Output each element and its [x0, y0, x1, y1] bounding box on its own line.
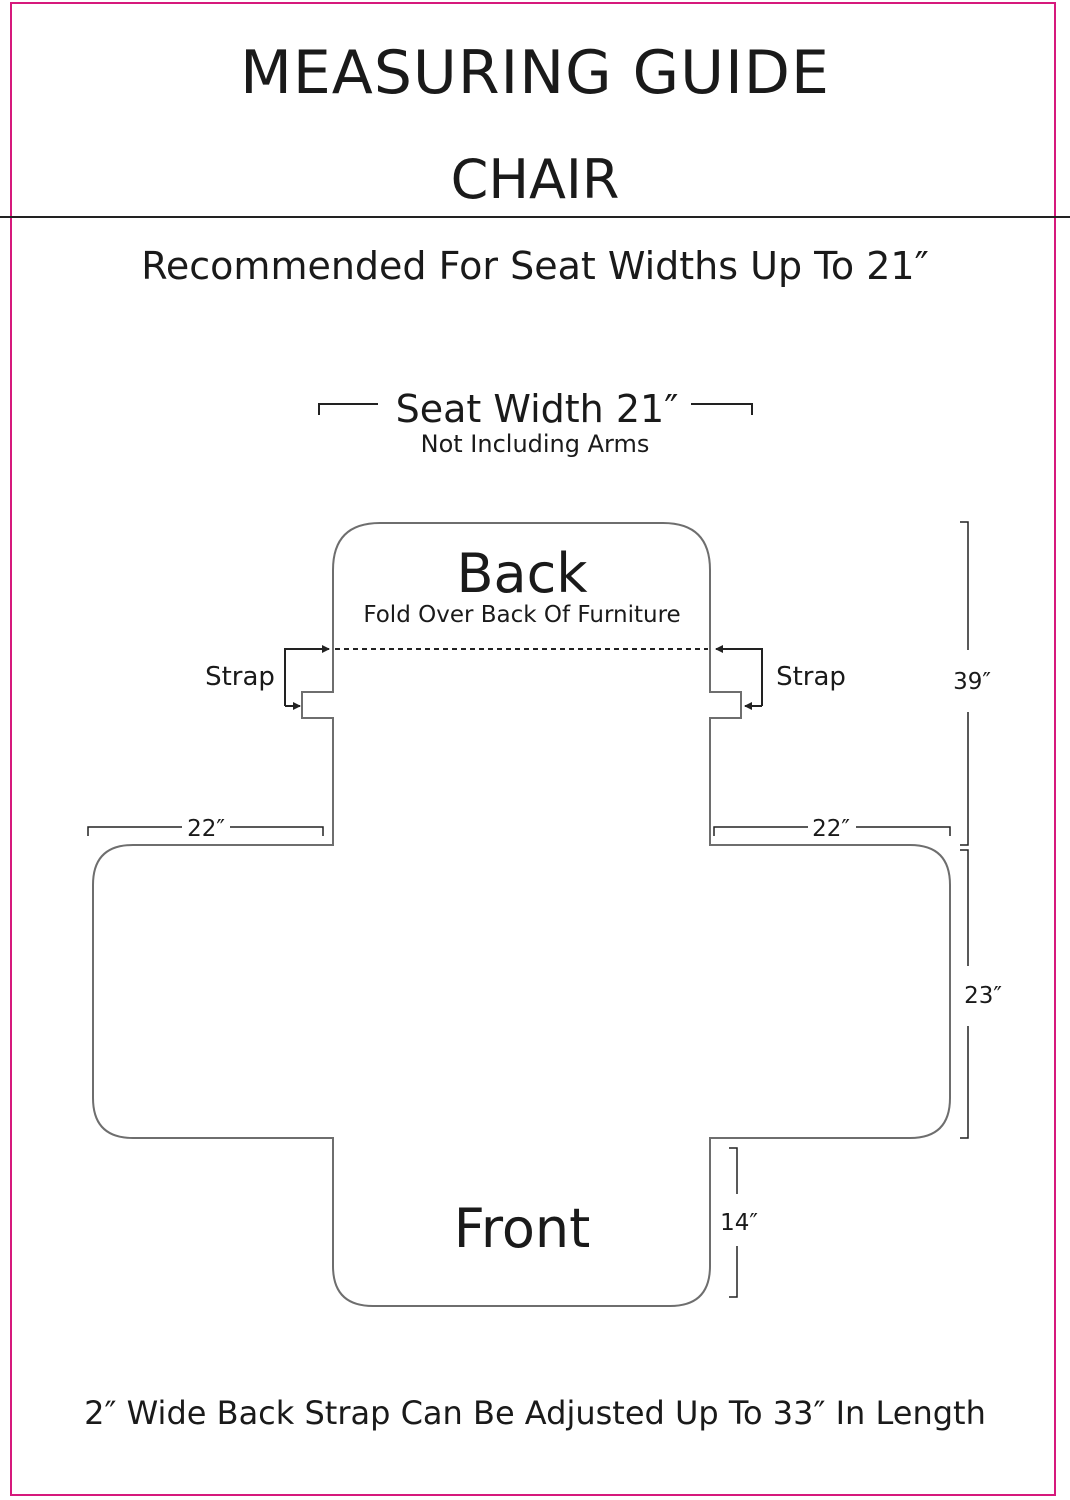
seat-width-dimension [318, 403, 753, 415]
arm-left-dimension [87, 826, 324, 836]
arm-right-dim-label: 22″ [812, 816, 850, 842]
back-height-dim-label: 39″ [953, 669, 991, 695]
seat-depth-dim-label: 23″ [964, 983, 1002, 1009]
arm-left-dim-label: 22″ [187, 816, 225, 842]
page-title: MEASURING GUIDE [240, 38, 830, 108]
front-label: Front [454, 1197, 591, 1260]
seat-width-label: Seat Width 21″ [396, 387, 679, 431]
strap-left-arrows [284, 645, 330, 710]
header-divider [0, 216, 1070, 218]
strap-right-arrows [715, 645, 763, 710]
back-note: Fold Over Back Of Furniture [363, 602, 680, 628]
back-label: Back [456, 542, 588, 605]
arm-right-dimension [713, 826, 951, 836]
strap-left-label: Strap [205, 662, 275, 692]
seat-width-note: Not Including Arms [421, 430, 650, 458]
footer-note: 2″ Wide Back Strap Can Be Adjusted Up To… [84, 1394, 986, 1432]
cover-outline [92, 522, 951, 1307]
page-subtitle: CHAIR [450, 148, 620, 211]
page-border [10, 2, 1056, 1496]
front-height-dimension [729, 1147, 738, 1298]
back-height-dimension [960, 521, 969, 846]
front-dim-label: 14″ [720, 1210, 758, 1236]
recommendation-text: Recommended For Seat Widths Up To 21″ [141, 244, 929, 288]
strap-right-label: Strap [776, 662, 846, 692]
seat-depth-dimension [960, 849, 969, 1139]
